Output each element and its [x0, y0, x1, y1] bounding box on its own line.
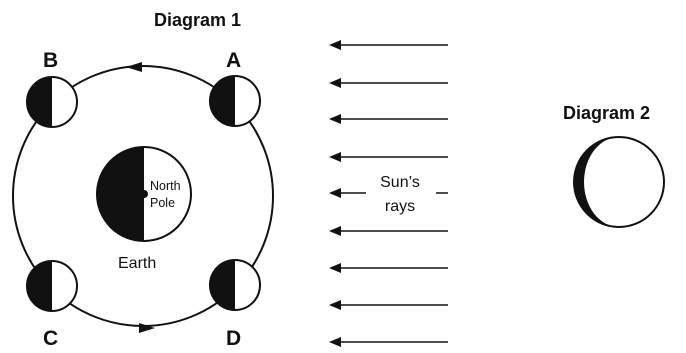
diagram-1-title: Diagram 1: [154, 10, 241, 30]
position-label-c: C: [43, 327, 58, 348]
diagram-2-title: Diagram 2: [563, 103, 650, 123]
position-label-b: B: [43, 49, 58, 72]
sun-ray-arrow: [329, 152, 448, 162]
moon-position-b: [26, 76, 78, 128]
sun-ray-arrow: [329, 114, 448, 124]
earth-label: Earth: [118, 255, 156, 272]
orbit-direction-arrow-bottom: [139, 323, 155, 333]
sun-rays-label-background: [366, 168, 436, 220]
position-label-a: A: [226, 49, 241, 72]
sun-rays-label-line1: Sun’s: [380, 174, 420, 191]
sun-ray-arrow: [329, 337, 448, 347]
north-pole-label-line2: Pole: [150, 196, 175, 210]
sun-ray-arrow: [329, 78, 448, 88]
earth: [96, 146, 192, 242]
moon-position-a: [209, 75, 261, 127]
sun-ray-arrow: [329, 263, 448, 273]
sun-ray-arrow: [329, 300, 448, 310]
north-pole-dot: [140, 190, 148, 198]
moon-position-c: [26, 260, 78, 312]
position-label-d: D: [226, 327, 241, 348]
sun-ray-arrow: [329, 226, 448, 236]
diagram-2-moon-phase: [573, 136, 665, 228]
sun-ray-arrow: [329, 40, 448, 50]
orbit-direction-arrow-top: [126, 62, 142, 72]
north-pole-label-line1: North: [150, 179, 181, 193]
moon-position-d: [209, 259, 261, 311]
sun-rays-label-line2: rays: [385, 198, 415, 215]
